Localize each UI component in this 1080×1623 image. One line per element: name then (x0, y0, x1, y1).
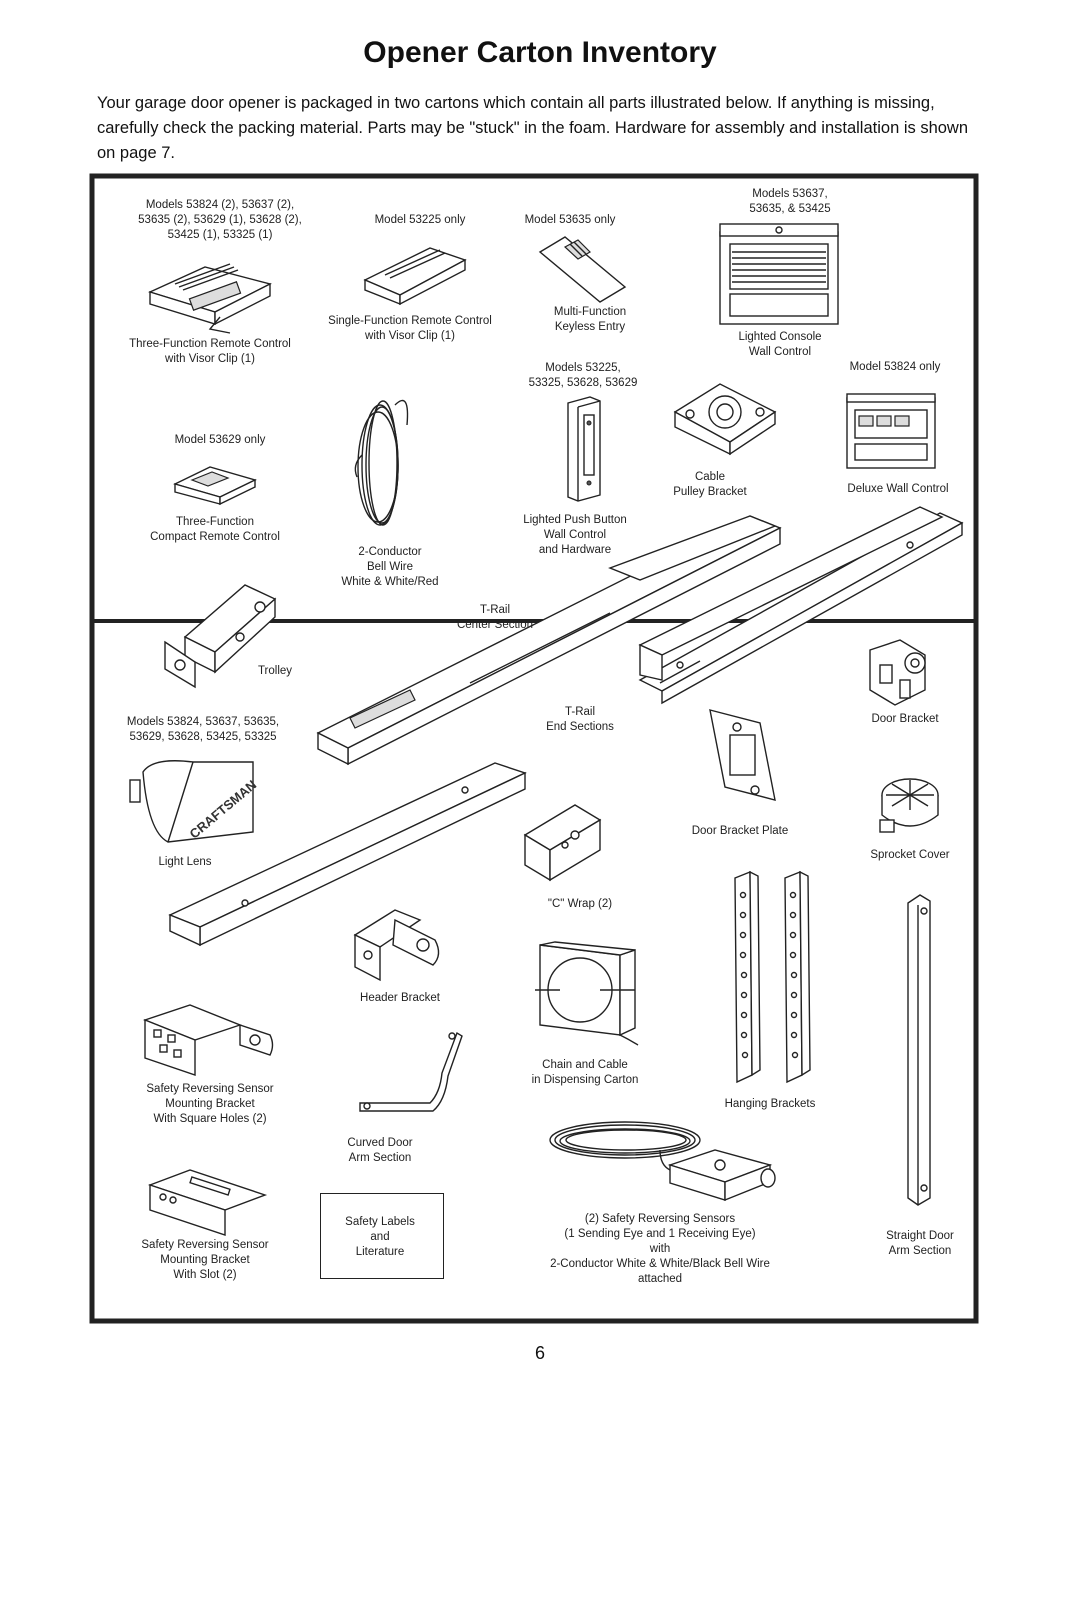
bell-wire-icon (354, 399, 409, 526)
inventory-border (89, 173, 979, 1324)
header-bracket-icon (353, 909, 440, 982)
page-title: Opener Carton Inventory (363, 36, 717, 69)
door-bracket-plate-label: Door Bracket Plate (691, 825, 789, 837)
sprocket-cover-icon (879, 778, 939, 833)
deluxe-wall-control-icon (846, 393, 936, 469)
t-rail-center-section-icon (316, 515, 782, 766)
straight-door-arm-icon (907, 894, 931, 1206)
sensor-bracket-square-icon (142, 1004, 274, 1076)
safety-sensors-icon (549, 1121, 776, 1202)
trolley-label: Trolley (257, 665, 293, 677)
sensor-bracket-slot-icon (147, 1169, 268, 1236)
keyless-entry-icon (538, 236, 627, 303)
safety-sensors-label: (2) Safety Reversing Sensors(1 Sending E… (550, 1213, 770, 1285)
compact-model-label: Model 53629 only (174, 434, 266, 446)
sprocket-cover-label: Sprocket Cover (870, 849, 950, 861)
keyless-model-label: Model 53635 only (524, 214, 616, 226)
intro-paragraph: Your garage door opener is packaged in t… (97, 94, 969, 162)
t-rail-lower-icon (168, 762, 527, 947)
door-bracket-label: Door Bracket (871, 713, 939, 725)
curved-door-arm-icon (359, 1031, 463, 1112)
push-button-icon (567, 396, 601, 502)
bracket-holes (739, 891, 799, 1059)
c-wrap-icon (523, 804, 602, 882)
lighted-console-icon (719, 223, 839, 325)
trolley-icon (164, 584, 277, 689)
push-models-label: Models 53225,53325, 53628, 53629 (528, 362, 638, 389)
single-model-label: Model 53225 only (374, 214, 466, 226)
light-lens-label: Light Lens (158, 856, 212, 868)
chain-cable-carton-icon (535, 941, 639, 1046)
three-function-models-label: Models 53824 (2), 53637 (2),53635 (2), 5… (138, 199, 302, 241)
three-function-remote-icon (148, 263, 272, 334)
page-number: 6 (534, 1343, 545, 1363)
console-models-label: Models 53637,53635, & 53425 (749, 188, 831, 215)
single-function-remote-icon (363, 247, 467, 306)
compact-remote-icon (173, 466, 257, 506)
light-lens-models-label: Models 53824, 53637, 53635,53629, 53628,… (126, 716, 280, 743)
hanging-brackets-icon (734, 870, 811, 1084)
light-lens-icon: CRAFTSMAN (129, 760, 259, 843)
hanging-brackets-label: Hanging Brackets (724, 1098, 816, 1110)
header-bracket-label: Header Bracket (360, 992, 440, 1004)
door-bracket-plate-icon (709, 709, 776, 801)
door-bracket-icon (869, 639, 926, 706)
deluxe-model-label: Model 53824 only (849, 361, 941, 373)
c-wrap-label: "C" Wrap (2) (547, 898, 613, 910)
t-rail-end-sections-icon (638, 506, 964, 705)
literature-box (320, 1193, 444, 1279)
deluxe-wall-control-label: Deluxe Wall Control (847, 483, 949, 495)
cable-pulley-bracket-icon (673, 383, 777, 456)
